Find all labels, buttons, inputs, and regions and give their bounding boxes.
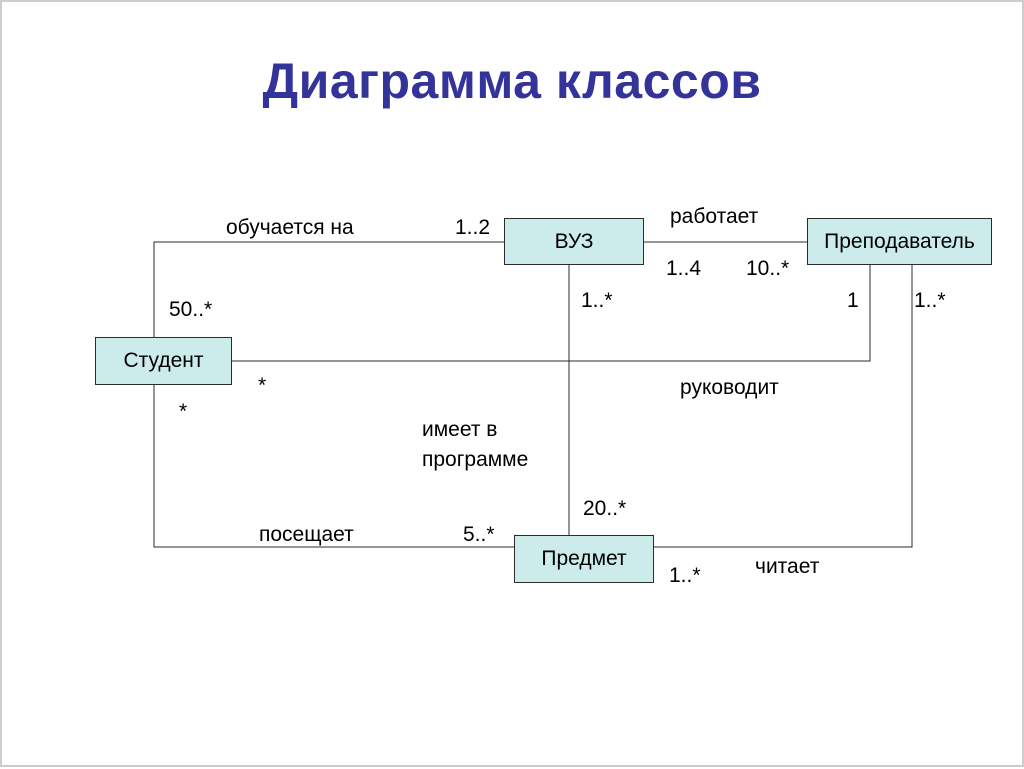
mult-supervises-near-student: *: [258, 374, 267, 397]
association-line-supervises: [232, 265, 871, 362]
mult-attends-near-predmet: 5..*: [463, 523, 495, 546]
label-supervises: руководит: [680, 376, 779, 399]
label-studies-at: обучается на: [226, 216, 354, 239]
class-box-prepodavatel: Преподаватель: [807, 218, 992, 265]
association-line-teaches: [654, 265, 913, 548]
class-name-vuz: ВУЗ: [554, 229, 594, 253]
mult-works-at-near-prepodavatel: 10..*: [746, 257, 790, 280]
label-has-in-program: имеет в программе: [422, 418, 529, 472]
mult-attends-near-student: *: [179, 400, 188, 423]
class-box-student: Студент: [95, 337, 232, 385]
mult-teaches-near-predmet: 1..*: [669, 564, 701, 587]
class-box-predmet: Предмет: [514, 535, 654, 583]
label-teaches: читает: [755, 555, 820, 578]
label-works-at: работает: [670, 205, 759, 228]
mult-has-in-program-near-vuz: 1..*: [581, 289, 613, 312]
mult-has-in-program-near-predmet: 20..*: [583, 497, 627, 520]
class-name-prepodavatel: Преподаватель: [824, 229, 975, 253]
class-name-student: Студент: [123, 349, 204, 372]
association-line-attends: [153, 385, 514, 548]
class-name-predmet: Предмет: [541, 547, 627, 570]
mult-teaches-near-prepodavatel: 1..*: [914, 289, 946, 312]
association-line-studies-at: [153, 241, 504, 337]
mult-studies-at-near-vuz: 1..2: [455, 216, 491, 239]
mult-works-at-near-vuz: 1..4: [666, 257, 702, 280]
mult-supervises-near-prepodavatel: 1: [847, 289, 859, 312]
mult-studies-at-near-student: 50..*: [169, 298, 213, 321]
label-attends: посещает: [259, 523, 354, 546]
slide-title: Диаграмма классов: [262, 53, 762, 109]
class-box-vuz: ВУЗ: [504, 218, 644, 265]
